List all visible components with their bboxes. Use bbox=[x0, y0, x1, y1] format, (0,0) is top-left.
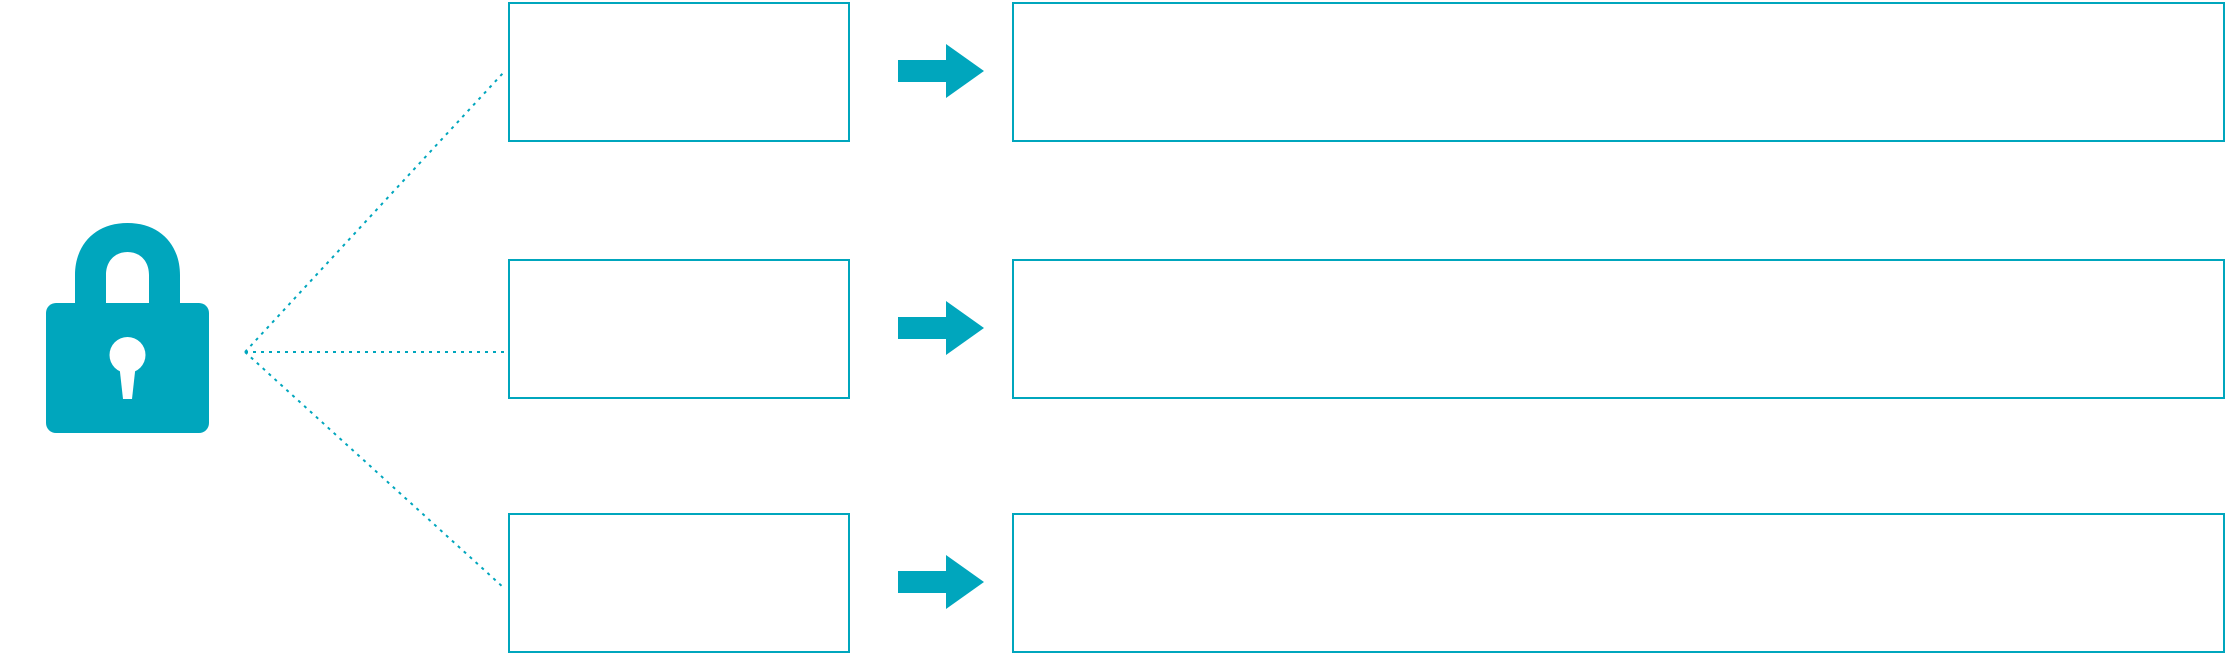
arrow-1 bbox=[898, 42, 984, 105]
connector-line-top bbox=[244, 71, 505, 353]
result-box-3[interactable] bbox=[1012, 513, 2225, 653]
stage-box-2[interactable] bbox=[508, 259, 850, 399]
stage-box-3[interactable] bbox=[508, 513, 850, 653]
result-box-1[interactable] bbox=[1012, 2, 2225, 142]
result-box-2[interactable] bbox=[1012, 259, 2225, 399]
arrow-2 bbox=[898, 299, 984, 362]
padlock-icon bbox=[40, 215, 215, 440]
connector-line-bottom bbox=[244, 351, 505, 589]
stage-box-1[interactable] bbox=[508, 2, 850, 142]
arrow-3 bbox=[898, 553, 984, 616]
